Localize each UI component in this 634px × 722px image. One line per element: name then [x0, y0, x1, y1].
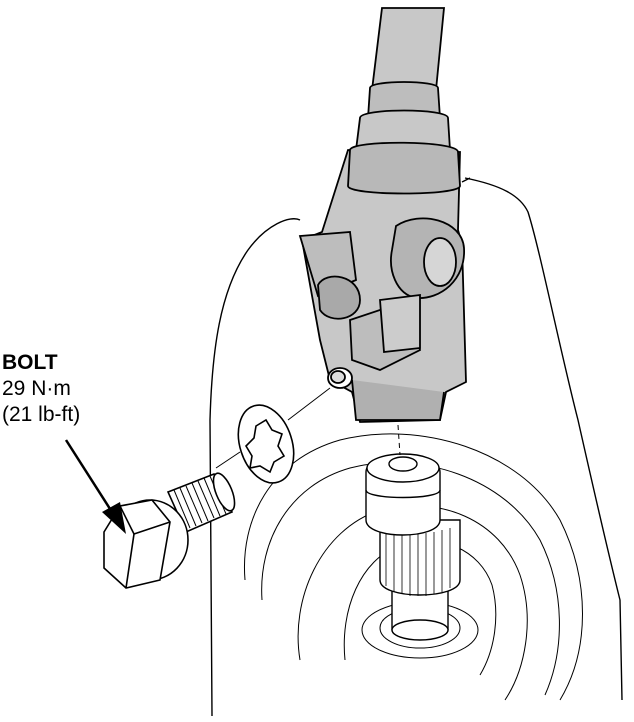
callout-torque-metric: 29 N·m [2, 377, 71, 400]
alignment-lines [215, 387, 331, 469]
pinion-shaft [365, 453, 461, 641]
callout-arrow [64, 439, 126, 534]
bolt-torque-callout: BOLT 29 N·m (21 lb-ft) [2, 350, 80, 428]
steering-column-shaft [355, 7, 451, 160]
lock-washer [237, 404, 295, 484]
callout-part-name: BOLT [2, 351, 58, 374]
centerline [397, 424, 401, 456]
floor-panel [209, 177, 623, 717]
universal-joint [298, 141, 467, 423]
callout-torque-imperial: (21 lb-ft) [2, 403, 81, 426]
